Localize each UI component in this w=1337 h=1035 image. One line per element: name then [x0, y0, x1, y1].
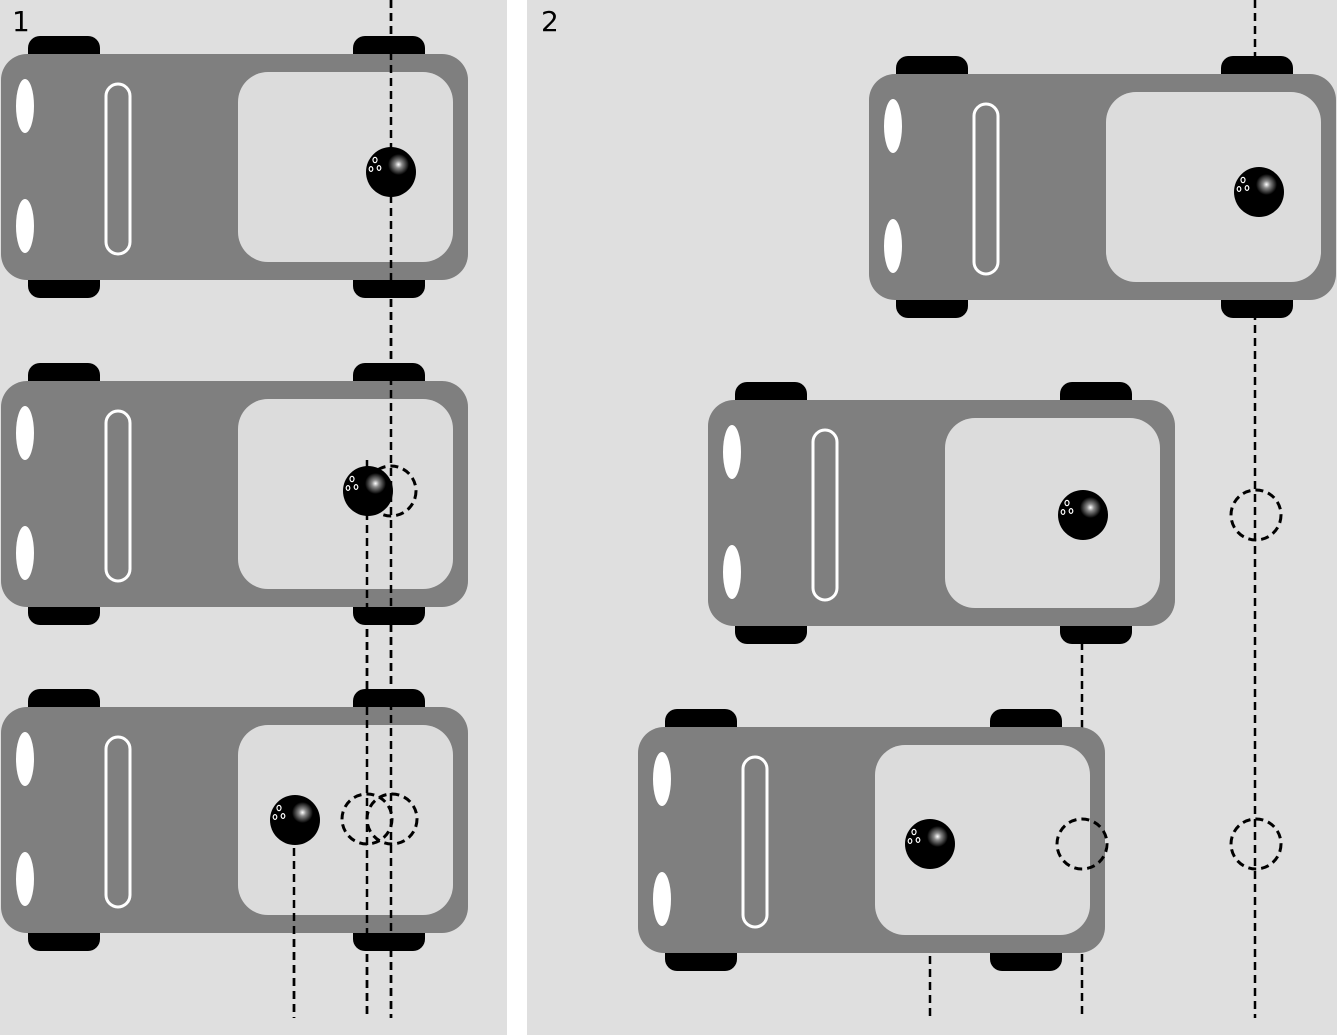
finger-hole [349, 475, 355, 483]
balls-layer [270, 147, 1284, 871]
ball [905, 819, 955, 869]
panel-1-car-2 [1, 363, 468, 625]
ball-body [1058, 490, 1108, 540]
finger-hole [372, 156, 378, 164]
finger-hole [1068, 508, 1074, 515]
seat-outline [104, 82, 132, 256]
finger-hole [915, 836, 921, 843]
ball [270, 795, 320, 845]
ball [1234, 167, 1284, 217]
ghost-ball [1055, 817, 1109, 871]
ghost-ball [1229, 817, 1283, 871]
ball-body [343, 466, 393, 516]
headlight [723, 425, 741, 479]
seat-outline [104, 735, 132, 909]
finger-hole [907, 837, 913, 844]
finger-hole [353, 484, 359, 491]
headlight [653, 872, 671, 926]
finger-hole [280, 812, 286, 819]
ball-body [270, 795, 320, 845]
headlight [653, 752, 671, 806]
finger-hole [1060, 509, 1066, 516]
ball-body [1234, 167, 1284, 217]
panel-1-car-1 [1, 36, 468, 298]
seat-outline [741, 755, 769, 929]
headlight [884, 219, 902, 273]
headlight [16, 199, 34, 253]
ball [343, 466, 393, 516]
ghost-ball [365, 792, 419, 846]
headlight [16, 406, 34, 460]
panel-2-label: 2 [541, 5, 559, 38]
finger-hole [1236, 186, 1242, 193]
ball [366, 147, 416, 197]
panel-2-car-2 [708, 382, 1175, 644]
ball-body [905, 819, 955, 869]
finger-hole [1244, 185, 1250, 192]
headlight [16, 732, 34, 786]
panel-1-label: 1 [12, 5, 30, 38]
seat-outline [811, 428, 839, 602]
headlight [16, 79, 34, 133]
finger-hole [376, 165, 382, 172]
finger-hole [1240, 176, 1246, 184]
headlight [884, 99, 902, 153]
ball-body [366, 147, 416, 197]
headlight [723, 545, 741, 599]
seat-outline [104, 409, 132, 583]
ghost-ball [1229, 488, 1283, 542]
finger-hole [276, 804, 282, 812]
panel-1-car-3 [1, 689, 468, 951]
finger-hole [1064, 499, 1070, 507]
car-window [1106, 92, 1321, 282]
headlight [16, 852, 34, 906]
finger-hole [911, 828, 917, 836]
ghost-ball [340, 792, 394, 846]
car-window [875, 745, 1090, 935]
panel-2-car-3 [638, 709, 1105, 971]
car-window [945, 418, 1160, 608]
finger-hole [272, 813, 278, 820]
car-window [238, 725, 453, 915]
car-window [238, 72, 453, 262]
finger-hole [368, 166, 374, 173]
panel-2-car-1 [869, 56, 1336, 318]
headlight [16, 526, 34, 580]
ball [1058, 490, 1108, 540]
finger-hole [345, 485, 351, 492]
seat-outline [972, 102, 1000, 276]
